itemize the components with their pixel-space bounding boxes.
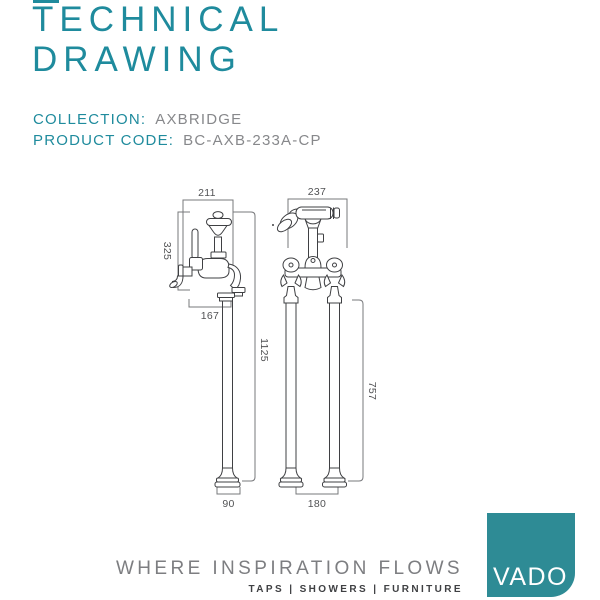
side-view-leg xyxy=(214,292,241,488)
front-view-mixer-body xyxy=(280,227,346,291)
dim-line-167 xyxy=(188,299,232,308)
speck xyxy=(272,224,274,226)
dim-180: 180 xyxy=(308,498,326,510)
brand-categories: TAPS | SHOWERS | FURNITURE xyxy=(248,584,463,595)
dim-325: 325 xyxy=(161,242,173,260)
front-view-handset xyxy=(276,206,340,233)
collection-value: AXBRIDGE xyxy=(155,111,243,128)
dim-90: 90 xyxy=(222,498,234,510)
dim-line-211 xyxy=(182,199,234,270)
technical-drawing: 211 325 1125 167 90 xyxy=(161,186,378,510)
collection-label: COLLECTION: xyxy=(33,111,147,128)
front-view: 237 757 180 xyxy=(276,186,378,510)
footer-tagline-block: WHERE INSPIRATION FLOWS TAPS | SHOWERS |… xyxy=(103,558,463,595)
vado-logo: VADO xyxy=(487,513,575,597)
vado-logo-text: VADO xyxy=(493,563,568,591)
side-view-mixer-body xyxy=(169,211,274,297)
brand-tagline: WHERE INSPIRATION FLOWS xyxy=(115,558,463,579)
dim-line-90 xyxy=(216,487,241,495)
dim-line-325 xyxy=(177,211,190,291)
page-title-line2: DRAWING xyxy=(32,40,242,79)
dim-line-180 xyxy=(295,487,339,495)
page-title-line1: TECHNICAL xyxy=(32,0,285,39)
side-view: 211 325 1125 167 90 xyxy=(161,187,274,510)
dim-211: 211 xyxy=(198,187,216,199)
dim-167: 167 xyxy=(201,310,219,322)
dim-757: 757 xyxy=(366,382,378,400)
product-code-row: PRODUCT CODE: BC-AXB-233A-CP xyxy=(33,130,322,151)
collection-row: COLLECTION: AXBRIDGE xyxy=(33,109,322,130)
product-meta: COLLECTION: AXBRIDGE PRODUCT CODE: BC-AXB-… xyxy=(33,109,322,151)
page-title: TECHNICAL DRAWING xyxy=(32,0,284,80)
top-crop-mark xyxy=(33,0,59,3)
dim-237: 237 xyxy=(308,186,326,198)
product-code-value: BC-AXB-233A-CP xyxy=(183,132,322,149)
product-code-label: PRODUCT CODE: xyxy=(33,132,175,149)
front-view-legs xyxy=(278,286,347,488)
dim-1125: 1125 xyxy=(258,338,270,362)
dim-line-757 xyxy=(348,299,364,482)
dim-line-1125 xyxy=(233,211,256,482)
